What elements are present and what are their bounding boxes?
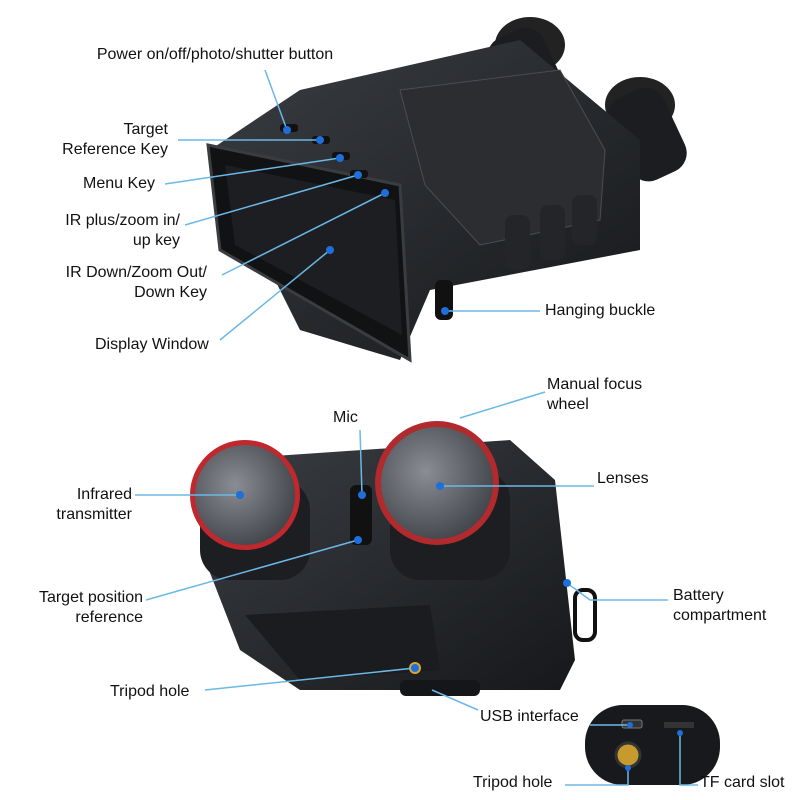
binocular-front-view [190,421,597,696]
label-line: Target [123,121,168,138]
label-ir-plus-key: IR plus/zoom in/up key [20,211,180,251]
label-line: up key [132,232,180,249]
label-manual-focus-wheel: Manual focus wheel [547,375,642,415]
label-line: Target position [38,589,143,606]
label-line: Battery [673,587,724,604]
label-display-window: Display Window [95,336,209,353]
label-infrared-transmitter: Infrared transmitter [20,485,132,525]
label-line: Manual focus [547,376,643,393]
label-line: wheel [547,396,589,413]
label-lenses: Lenses [597,470,649,487]
label-tripod-hole: Tripod hole [110,683,190,700]
label-line: IR plus/zoom in/ [65,212,180,229]
label-target-position-reference: Target position reference [10,588,143,628]
leader-lines [135,69,698,786]
label-line: compartment [673,607,767,624]
label-power-button: Power on/off/photo/shutter button [96,46,334,63]
label-line: IR Down/Zoom Out/ [65,264,207,281]
label-ir-down-key: IR Down/Zoom Out/Down Key [20,263,207,303]
label-line: Reference Key [62,141,168,158]
label-menu-key: Menu Key [83,175,156,192]
label-tripod-hole-inset: Tripod hole [473,774,553,791]
label-hanging-buckle: Hanging buckle [545,302,656,319]
label-line: reference [75,609,143,626]
label-usb-interface: USB interface [480,708,579,725]
marker-dots [236,126,683,771]
label-tf-card-slot: TF card slot [700,774,785,791]
label-line: Infrared [76,486,132,503]
label-line: Down Key [134,284,207,301]
label-line: transmitter [56,506,132,523]
label-battery-compartment: Battery compartment [673,586,766,626]
label-mic: Mic [333,409,358,426]
